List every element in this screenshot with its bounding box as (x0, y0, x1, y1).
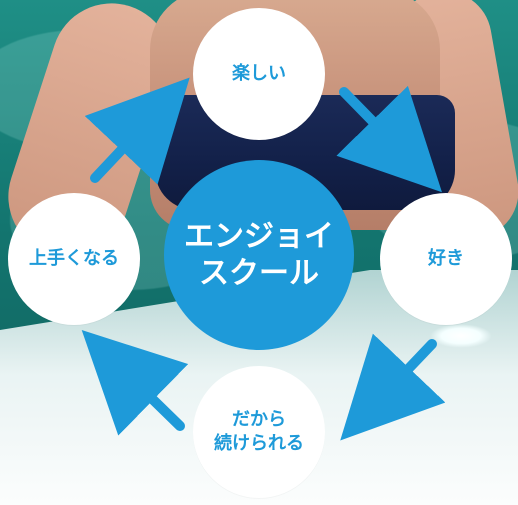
cycle-node-right: 好き (380, 193, 512, 325)
cycle-node-bottom-label: だから 続けられる (214, 408, 304, 457)
cycle-node-top-label: 楽しい (232, 62, 286, 84)
cycle-node-right-label: 好き (428, 247, 464, 269)
center-node: エンジョイ スクール (164, 160, 354, 350)
cycle-node-top: 楽しい (193, 8, 325, 140)
cycle-node-left-label: 上手くなる (29, 247, 119, 269)
center-node-label: エンジョイ スクール (184, 218, 334, 293)
center-node-line-2: スクール (199, 256, 319, 291)
cycle-node-bottom-line-1: だから (232, 408, 286, 430)
center-node-line-1: エンジョイ (184, 218, 334, 254)
cycle-node-bottom-line-2: 続けられる (214, 433, 304, 454)
pool-light (430, 324, 492, 348)
cycle-node-bottom: だから 続けられる (193, 366, 325, 498)
cycle-node-left: 上手くなる (8, 193, 140, 325)
